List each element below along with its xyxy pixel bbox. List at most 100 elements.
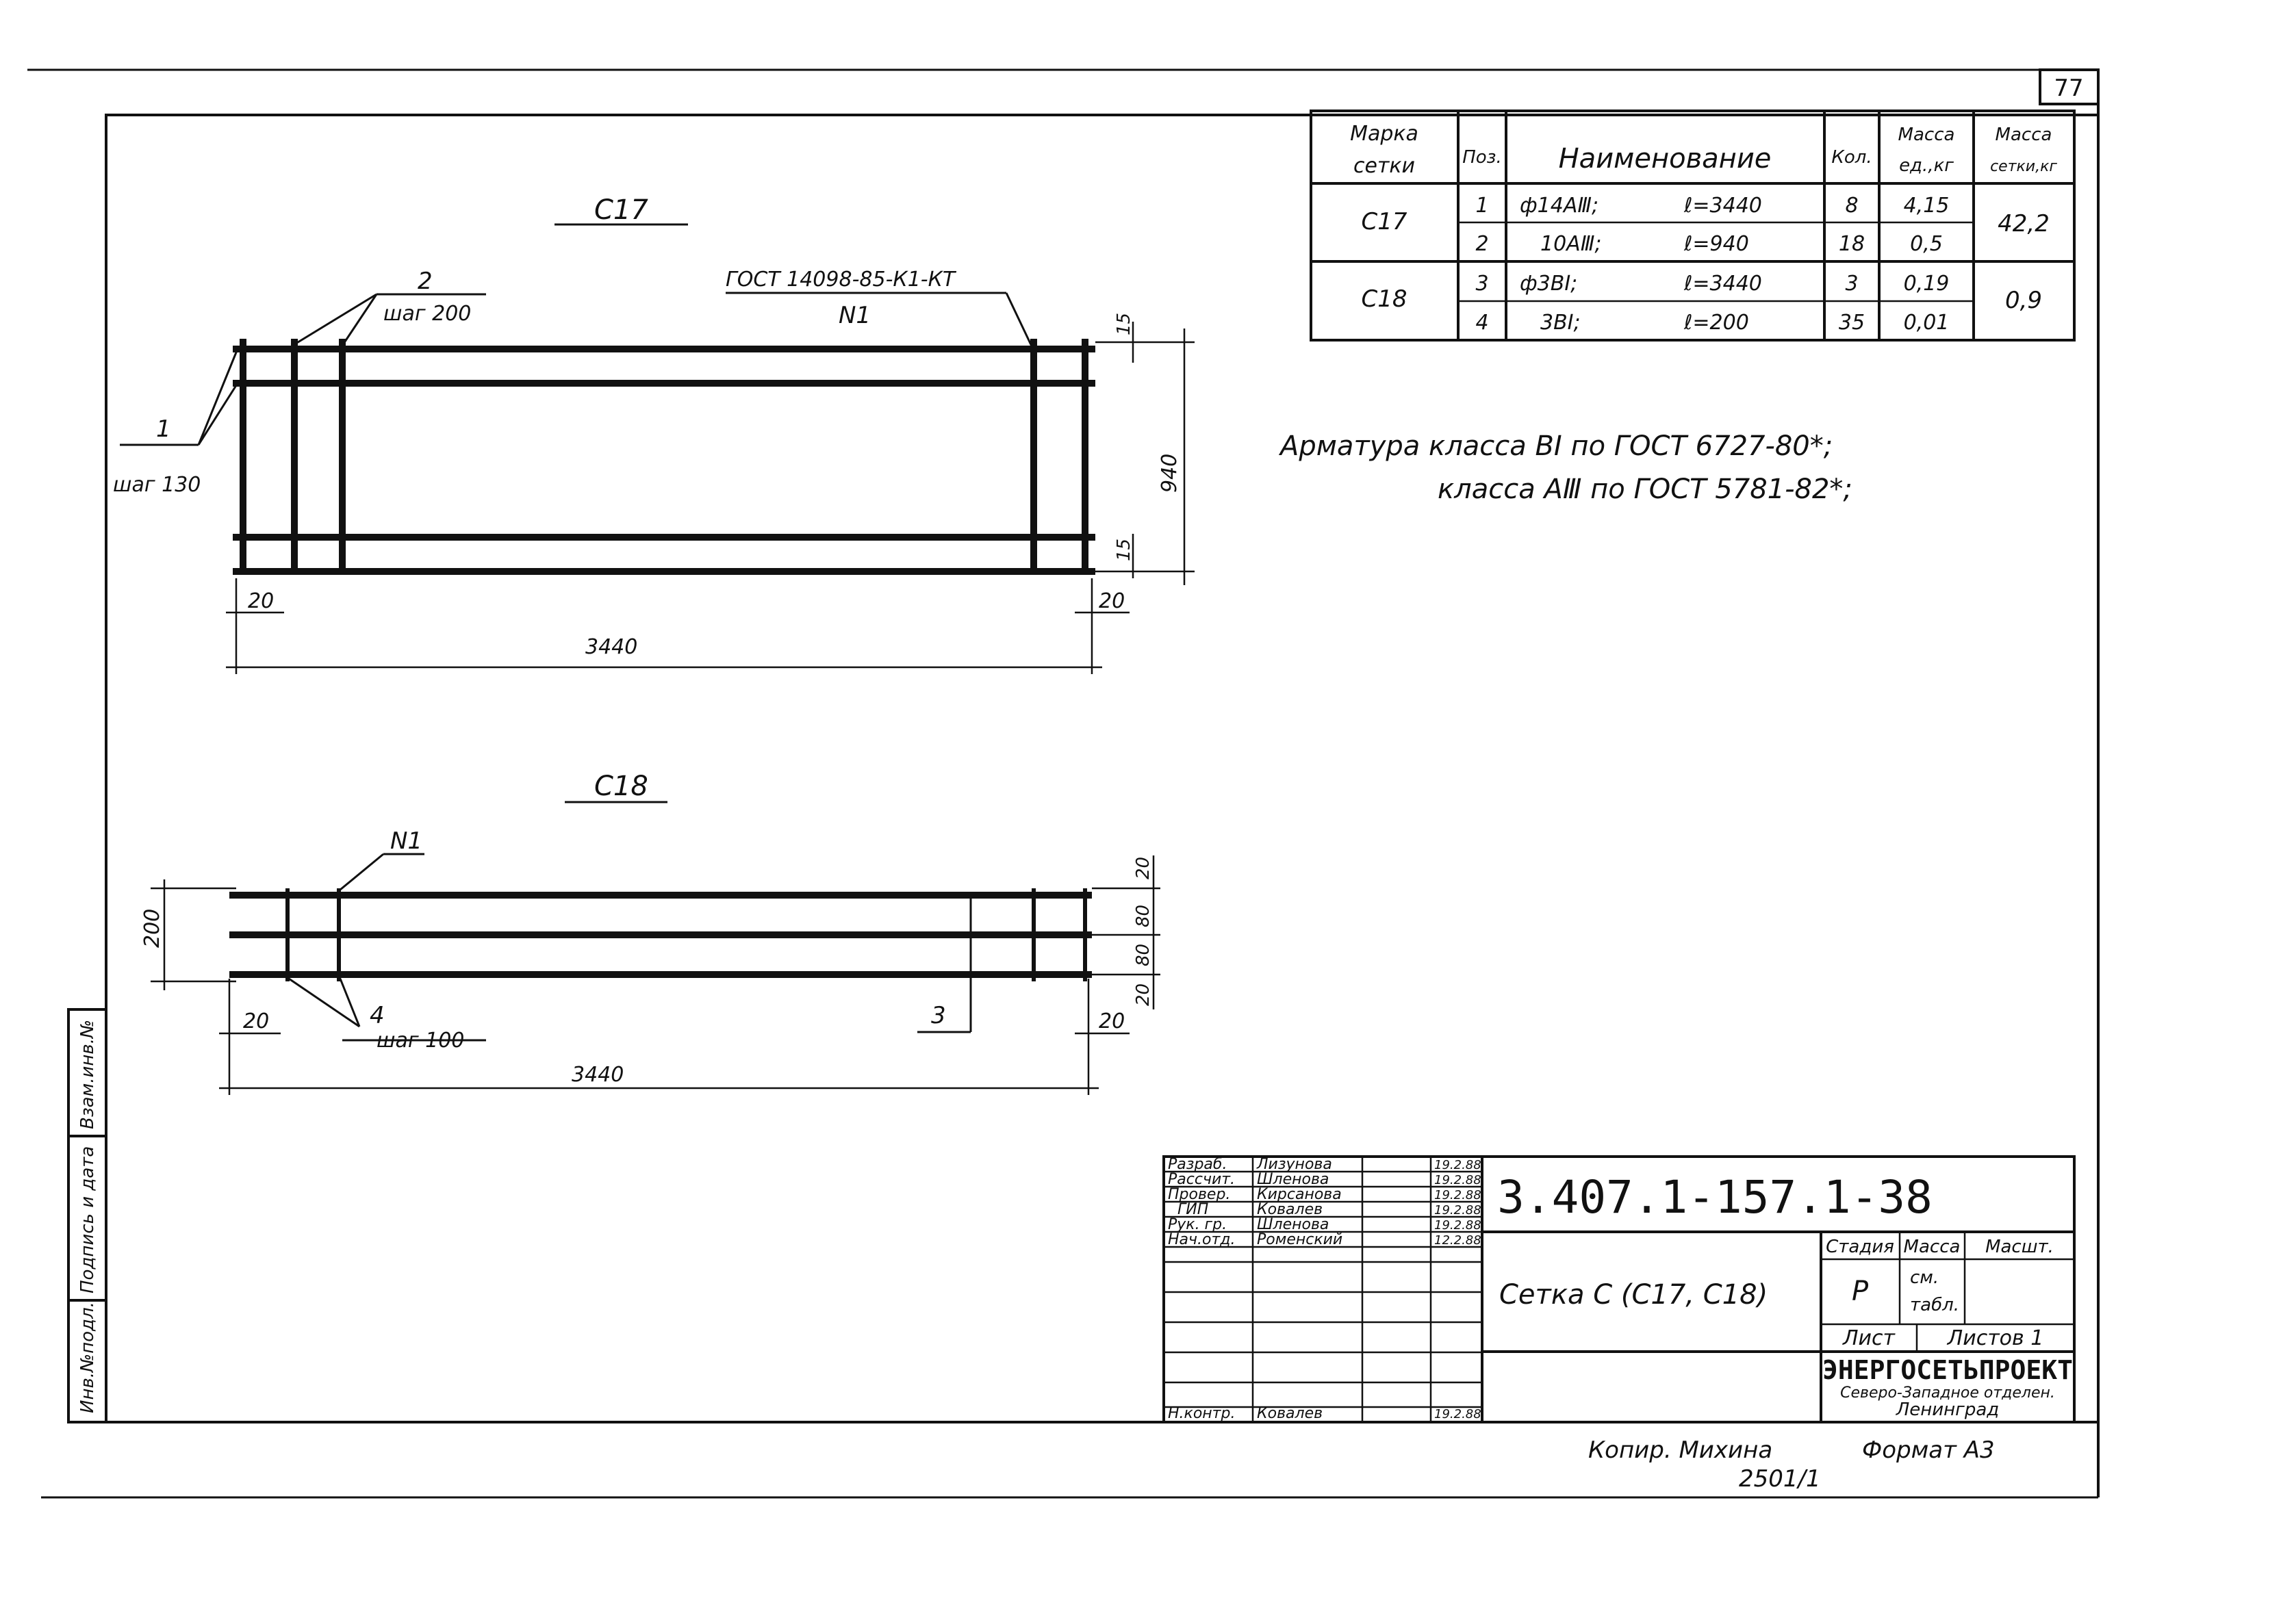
hdr-unit-mass-1: Масса [1898, 125, 1955, 145]
stamp-inv-orig: Инв.№подл. [77, 1302, 98, 1413]
hdr-unit-mass-2: ед.,кг [1899, 155, 1954, 176]
row-qty-2: 18 [1839, 232, 1865, 256]
c17-dim-left: 20 [248, 589, 274, 613]
hdr-mark-1: Марка [1350, 122, 1418, 146]
c17-callout-2-step: шаг 200 [383, 302, 471, 326]
c17-gost-ref: ГОСТ 14098-85-К1-КТ [726, 268, 957, 292]
tb-org-sub1: Северо-Западное отделен. [1840, 1384, 2055, 1402]
sig-date-2: 19.2.88 [1434, 1173, 1481, 1187]
row-mark-c17: С17 [1361, 208, 1407, 235]
sig-role-6: Нач.отд. [1168, 1231, 1236, 1248]
sig-name-3: Кирсанова [1257, 1186, 1342, 1203]
c18-callout-4-leader-a [288, 977, 360, 1028]
c18-title: С18 [594, 771, 648, 802]
tb-sheets-label: Листов 1 [1947, 1326, 2044, 1350]
tb-org-sub2: Ленинград [1896, 1400, 2000, 1420]
title-block [1162, 1155, 2076, 1423]
sig-role-5: Рук. гр. [1168, 1216, 1227, 1233]
c17-title: С17 [594, 194, 648, 226]
c17-callout-1-leader-b [197, 383, 239, 446]
tb-signatures: Разраб. Лизунова 19.2.88 Рассчит. Шленов… [1168, 1156, 1481, 1422]
row-name-1: ф14АⅢ; [1520, 194, 1598, 218]
c17-callout-1: 1 [156, 415, 171, 443]
sig-name-2: Шленова [1257, 1171, 1329, 1188]
c17-callout-1-step: шаг 130 [113, 473, 201, 497]
c17-dim-bottom: 15 [1114, 539, 1134, 561]
sig-date-5: 19.2.88 [1434, 1218, 1481, 1233]
footer-format: Формат А3 [1862, 1436, 1995, 1464]
c17-dim-height: 940 [1158, 454, 1182, 493]
sig-name-1: Лизунова [1256, 1156, 1332, 1173]
c18-dim-r1: 20 [1133, 857, 1154, 879]
row-unit-mass-2: 0,5 [1910, 232, 1943, 256]
c18-callout-4-step: шаг 100 [377, 1029, 464, 1053]
row-mesh-mass-c18: 0,9 [2005, 287, 2042, 314]
row-length-1: ℓ=3440 [1683, 194, 1762, 218]
c18-weld-leader [340, 853, 384, 891]
c18-callout-3: 3 [931, 1002, 946, 1029]
row-mesh-mass-c17: 42,2 [1998, 210, 2050, 237]
row-pos-1: 1 [1475, 194, 1488, 218]
sig-name-norm: Ковалев [1257, 1405, 1323, 1422]
row-length-4: ℓ=200 [1683, 311, 1749, 335]
tb-designation: 3.407.1-157.1-38 [1497, 1171, 1933, 1224]
c17-gost-leader [1005, 292, 1034, 348]
c18-dim-overall: 3440 [572, 1063, 624, 1087]
row-unit-mass-4: 0,01 [1904, 311, 1950, 335]
row-qty-4: 35 [1839, 311, 1865, 335]
sig-role-1: Разраб. [1168, 1156, 1227, 1173]
sig-date-3: 19.2.88 [1434, 1188, 1481, 1202]
tb-mass-value-2: табл. [1910, 1295, 1959, 1315]
row-unit-mass-1: 4,15 [1904, 194, 1950, 218]
c18-dim-right: 20 [1099, 1009, 1125, 1033]
sig-name-5: Шленова [1257, 1216, 1329, 1233]
sig-date-6: 12.2.88 [1434, 1233, 1481, 1248]
c18-callout-4: 4 [370, 1002, 385, 1029]
hdr-pos: Поз. [1462, 147, 1502, 168]
sig-role-norm: Н.контр. [1168, 1405, 1235, 1422]
tb-sheet-label: Лист [1842, 1326, 1896, 1350]
tb-mass-value-1: см. [1910, 1267, 1939, 1288]
row-name-4: 3ВⅠ; [1540, 311, 1581, 335]
c17-dim-top: 15 [1114, 313, 1134, 335]
row-pos-2: 2 [1475, 232, 1488, 256]
hdr-qty: Кол. [1831, 147, 1872, 168]
sig-date-1: 19.2.88 [1434, 1158, 1481, 1172]
sig-role-2: Рассчит. [1168, 1171, 1235, 1188]
footer-copied-by: Копир. Михина [1588, 1436, 1772, 1464]
note-line-1: Арматура класса ВⅠ по ГОСТ 6727-80*; [1278, 430, 1833, 462]
row-name-3: ф3ВⅠ; [1520, 272, 1577, 296]
c18-dim-r2: 80 [1133, 905, 1154, 927]
tb-stage-label: Стадия [1826, 1237, 1894, 1257]
sheet-number-box [2039, 68, 2100, 105]
side-stamp: Инв.№подл. Подпись и дата Взам.инв.№ [67, 1008, 107, 1423]
hdr-mesh-mass-2: сетки,кг [1990, 158, 2057, 175]
c17-callout-1-leader-a [197, 348, 239, 446]
tb-title: Сетка С (С17, С18) [1499, 1279, 1768, 1311]
hdr-mark-2: сетки [1353, 154, 1415, 178]
row-name-2: 10АⅢ; [1540, 232, 1602, 256]
sig-role-4: ГИП [1177, 1201, 1208, 1218]
spec-table: Марка сетки Поз. Наименование Кол. Масса… [1310, 109, 2076, 341]
sig-date-norm: 19.2.88 [1434, 1407, 1481, 1421]
c18-callout-4-leader-b [339, 978, 361, 1027]
sig-role-3: Провер. [1168, 1186, 1230, 1203]
c17-weld-ref: N1 [839, 302, 871, 329]
c17-callout-2: 2 [418, 268, 433, 295]
c18-dim-left: 20 [243, 1009, 269, 1033]
sheet-number: 77 [2054, 75, 2083, 102]
drawing-c18: С18 N1 4 шаг 100 3 3440 20 20 [140, 771, 1160, 1095]
stamp-replace-inv: Взам.инв.№ [77, 1020, 98, 1129]
note-line-2: класса АⅢ по ГОСТ 5781-82*; [1438, 474, 1852, 505]
sig-name-6: Роменский [1257, 1231, 1342, 1248]
tb-mass-label: Масса [1904, 1237, 1961, 1257]
c18-weld-ref: N1 [390, 827, 422, 855]
sig-date-4: 19.2.88 [1434, 1203, 1481, 1217]
sig-name-4: Ковалев [1257, 1201, 1323, 1218]
drawing-c17: С17 2 шаг 200 1 шаг 130 ГОСТ 14098-85-К1… [113, 194, 1195, 674]
c18-dim-r3: 80 [1133, 944, 1154, 966]
footer-order-no: 2501/1 [1739, 1465, 1821, 1493]
c18-dim-r4: 20 [1133, 983, 1154, 1006]
tb-scale-label: Масшт. [1985, 1237, 2054, 1257]
